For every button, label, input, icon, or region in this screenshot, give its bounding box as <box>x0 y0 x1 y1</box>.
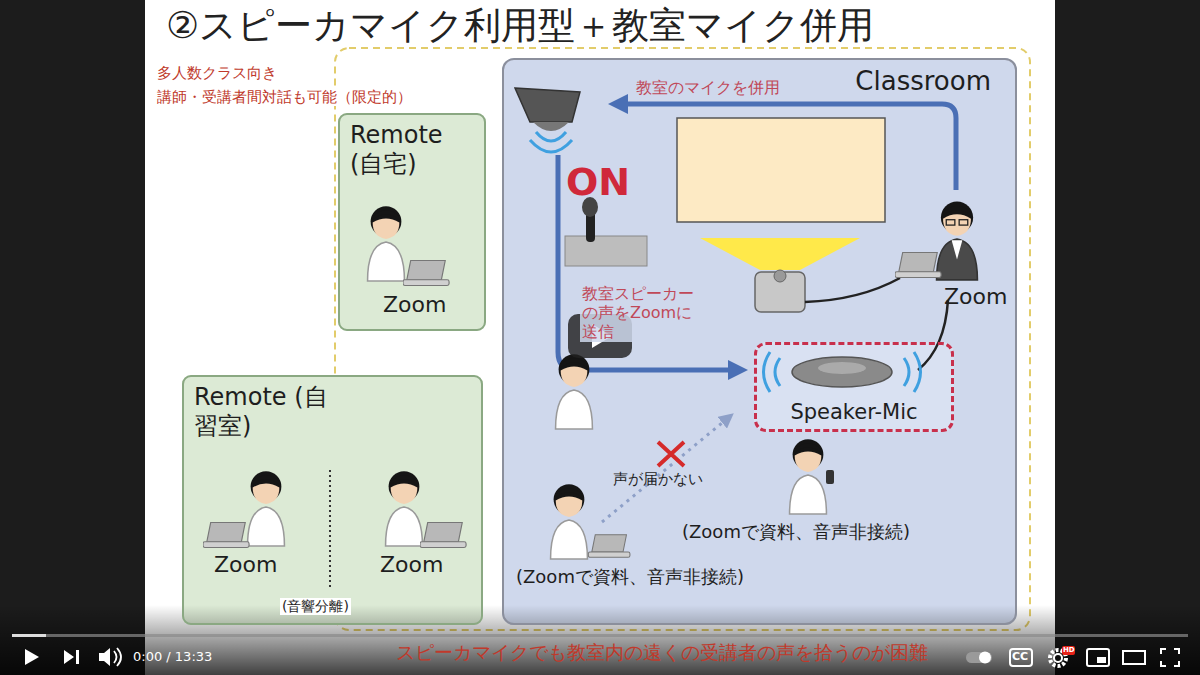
student <box>556 354 593 429</box>
speaker-mic-box: Speaker-Mic <box>754 342 954 432</box>
microphone <box>565 197 647 266</box>
settings-gear <box>1054 654 1062 662</box>
note-label: 0:00 / 13:33 <box>133 649 212 665</box>
cable <box>918 300 948 370</box>
classroom-ground <box>502 58 1017 625</box>
slide-title: ②スピーカマイク利用型＋教室マイク併用 <box>166 4 874 48</box>
voice-path <box>602 418 728 522</box>
ceiling-speaker <box>515 88 580 152</box>
speaker-mic-ground <box>754 342 954 432</box>
cable <box>805 278 900 302</box>
progress-buffer <box>12 634 46 637</box>
note-label: (音響分離) <box>280 598 351 615</box>
laptop <box>588 535 630 558</box>
laptop <box>420 523 466 548</box>
projector-light <box>700 238 860 270</box>
theater-icon <box>1123 651 1145 664</box>
student <box>248 471 285 546</box>
laptop <box>895 253 941 278</box>
phone <box>826 470 834 484</box>
box-heading: Classroom <box>855 66 991 97</box>
control-shade <box>0 605 1200 675</box>
note-label: 声が届かない <box>613 470 703 488</box>
volume-waves <box>114 648 121 666</box>
autoplay-toggle <box>966 652 992 663</box>
note-label: Zoom <box>944 284 1007 310</box>
laptop <box>203 523 249 548</box>
note-label: CC <box>1012 650 1028 663</box>
remote-box: Remote (自習室) <box>182 375 483 625</box>
miniplayer-icon <box>1097 657 1106 663</box>
lecturer <box>937 201 978 279</box>
note-label: Zoom <box>383 292 446 318</box>
student <box>368 206 405 281</box>
next-control <box>64 650 79 664</box>
student <box>790 439 827 514</box>
fullscreen-icon <box>1161 649 1179 666</box>
cc-frame <box>1010 649 1032 666</box>
box-heading: Remote (自宅) <box>350 121 478 179</box>
note-label: Zoom <box>214 552 277 578</box>
laptop <box>403 261 449 286</box>
student <box>386 471 423 546</box>
progress-bar <box>12 634 1188 637</box>
note-label: HD <box>1063 646 1075 654</box>
volume-control <box>99 648 110 666</box>
note-label: 多人数クラス向き <box>155 64 279 82</box>
autoplay-knob <box>979 652 991 664</box>
scope-region <box>335 48 1030 630</box>
note-label: (Zoomで資料、音声非接続) <box>682 521 910 543</box>
remote-ground <box>182 375 483 625</box>
box-heading: Remote (自習室) <box>194 383 344 441</box>
note-label: 教室スピーカーの声をZoomに送信 <box>580 284 700 342</box>
box-heading: Speaker-Mic <box>757 400 951 425</box>
note-label: Zoom <box>380 552 443 578</box>
note-label: 教室のマイクを併用 <box>636 78 780 97</box>
note-label: スピーカマイクでも教室内の遠くの受講者の声を拾うのが困難 <box>396 641 928 664</box>
hd-badge <box>1062 646 1075 655</box>
speaker-mic-device <box>764 352 921 392</box>
slide <box>145 0 1055 675</box>
play-control <box>25 649 39 665</box>
student <box>551 484 588 559</box>
note-label: 講師・受講者間対話も可能（限定的） <box>155 88 414 106</box>
projector-lens <box>774 270 786 282</box>
note-label: (Zoomで資料、音声非接続) <box>516 566 744 588</box>
cross-mark <box>658 442 684 466</box>
separator <box>329 470 331 590</box>
miniplayer-icon <box>1087 649 1109 666</box>
screen <box>677 118 885 222</box>
remote-ground <box>338 113 486 331</box>
note-label: ON <box>566 160 630 206</box>
